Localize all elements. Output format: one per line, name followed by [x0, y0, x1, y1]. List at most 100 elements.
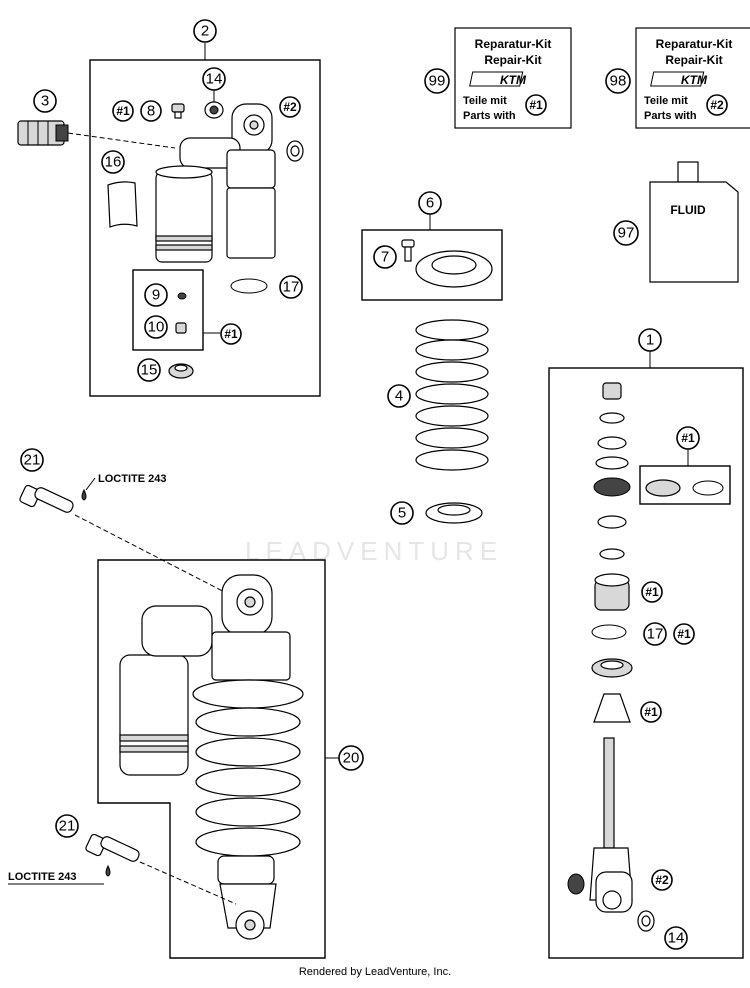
- ref-kit1-c: #1: [676, 426, 700, 450]
- spring-seat-part-5[interactable]: [425, 502, 483, 524]
- bumper-part[interactable]: [593, 693, 631, 723]
- seal-part-14-lower[interactable]: [637, 910, 655, 932]
- shock-body-part-2[interactable]: [179, 103, 276, 259]
- callout-99[interactable]: 99: [424, 68, 450, 94]
- svg-text:FLUID: FLUID: [670, 203, 706, 217]
- cap-part-15[interactable]: [168, 363, 194, 379]
- svg-text:2: 2: [201, 23, 209, 40]
- svg-text:16: 16: [105, 154, 122, 171]
- callout-21-bottom[interactable]: 21: [55, 814, 79, 838]
- svg-text:17: 17: [283, 279, 300, 296]
- svg-text:#1: #1: [677, 627, 691, 641]
- svg-text:Teile mit: Teile mit: [463, 95, 507, 107]
- group-6-box: [361, 229, 503, 301]
- callout-14-top[interactable]: 14: [202, 67, 226, 91]
- seal-part-14[interactable]: [204, 101, 224, 119]
- callout-6[interactable]: 6: [418, 191, 442, 215]
- svg-text:#1: #1: [529, 98, 543, 112]
- callout-17-right[interactable]: 17: [643, 622, 667, 646]
- callout-4[interactable]: 4: [387, 384, 411, 408]
- svg-text:#2: #2: [655, 873, 669, 887]
- svg-text:8: 8: [147, 103, 155, 120]
- assembled-shock-part-20[interactable]: [119, 574, 304, 940]
- group-9-10-box: [132, 269, 204, 351]
- damping-stack-parts[interactable]: [593, 382, 631, 611]
- ref-kit1-b: #1: [220, 323, 242, 345]
- svg-text:10: 10: [148, 319, 165, 336]
- callout-98[interactable]: 98: [605, 68, 631, 94]
- circlip-part-17-top[interactable]: [230, 278, 268, 294]
- svg-text:1: 1: [646, 332, 654, 349]
- callout-2[interactable]: 2: [193, 19, 217, 43]
- ref-kit1-e: #1: [673, 623, 695, 645]
- svg-text:6: 6: [426, 195, 434, 212]
- group-20-box: [97, 559, 326, 959]
- svg-text:#1: #1: [644, 705, 658, 719]
- screw-part-8[interactable]: [171, 103, 185, 119]
- svg-text:Teile mit: Teile mit: [644, 95, 688, 107]
- svg-text:Parts with: Parts with: [463, 110, 516, 122]
- svg-text:5: 5: [398, 505, 406, 522]
- svg-text:97: 97: [618, 225, 635, 242]
- spring-part-4[interactable]: [415, 319, 489, 471]
- bolt-part-21-bottom[interactable]: [85, 833, 141, 862]
- callout-14-lower[interactable]: 14: [664, 926, 688, 950]
- loctite-label-bottom: LOCTITE 243: [8, 871, 76, 883]
- bushing-ring-part[interactable]: [645, 479, 681, 497]
- svg-text:Repair-Kit: Repair-Kit: [484, 53, 541, 67]
- svg-text:21: 21: [59, 818, 76, 835]
- label-sticker-part-16[interactable]: [107, 181, 138, 228]
- ref-kit1-d: #1: [641, 581, 663, 603]
- piston-rod-part[interactable]: [589, 737, 633, 913]
- svg-text:KTM: KTM: [500, 73, 527, 87]
- callout-15[interactable]: 15: [137, 358, 161, 382]
- svg-text:20: 20: [343, 750, 360, 767]
- bolt-part-21-top[interactable]: [19, 484, 75, 513]
- ref-kit2-a: #2: [279, 96, 301, 118]
- loctite-drop-top: [81, 488, 87, 501]
- callout-10[interactable]: 10: [144, 315, 168, 339]
- repair-kit-98[interactable]: Reparatur-Kit Repair-Kit KTM Teile mit P…: [635, 27, 750, 129]
- group-1-box: [548, 367, 744, 959]
- oring-part-9[interactable]: [177, 292, 187, 300]
- screw-part-7[interactable]: [401, 239, 415, 262]
- callout-5[interactable]: 5: [390, 501, 414, 525]
- seal-head-part[interactable]: [591, 658, 633, 678]
- bearing-part[interactable]: [567, 873, 585, 895]
- svg-text:#1: #1: [645, 585, 659, 599]
- seal-ring-part[interactable]: [692, 480, 724, 496]
- svg-text:14: 14: [206, 71, 223, 88]
- callout-9[interactable]: 9: [144, 283, 168, 307]
- svg-text:7: 7: [381, 249, 389, 266]
- fluid-bottle-97[interactable]: FLUID: [649, 161, 739, 283]
- ref-kit1-f: #1: [640, 701, 662, 723]
- valve-part-10[interactable]: [175, 322, 187, 334]
- callout-7[interactable]: 7: [373, 245, 397, 269]
- svg-text:#1: #1: [224, 327, 238, 341]
- adjuster-part-3[interactable]: [17, 120, 69, 146]
- svg-text:15: 15: [141, 362, 158, 379]
- svg-text:21: 21: [24, 452, 41, 469]
- circlip-part-17-right[interactable]: [591, 624, 627, 640]
- svg-text:#2: #2: [710, 98, 724, 112]
- svg-text:4: 4: [395, 388, 403, 405]
- repair-kit-99[interactable]: Reparatur-Kit Repair-Kit KTM Teile mit P…: [454, 27, 572, 129]
- svg-text:9: 9: [152, 287, 160, 304]
- svg-text:Parts with: Parts with: [644, 110, 697, 122]
- reservoir-part[interactable]: [155, 165, 213, 263]
- ref-kit1-a: #1: [112, 100, 134, 122]
- callout-16[interactable]: 16: [101, 150, 125, 174]
- callout-8[interactable]: 8: [140, 100, 162, 122]
- callout-17-top[interactable]: 17: [279, 275, 303, 299]
- callout-21-top[interactable]: 21: [20, 448, 44, 472]
- callout-1[interactable]: 1: [638, 328, 662, 352]
- svg-text:KTM: KTM: [681, 73, 708, 87]
- callout-20[interactable]: 20: [338, 745, 364, 771]
- callout-3[interactable]: 3: [33, 89, 57, 113]
- callout-97[interactable]: 97: [613, 220, 639, 246]
- preload-nut-part-6[interactable]: [415, 250, 493, 288]
- bushing-part[interactable]: [286, 140, 304, 162]
- footer-credit: Rendered by LeadVenture, Inc.: [298, 966, 452, 978]
- loctite-label-top: LOCTITE 243: [98, 473, 166, 485]
